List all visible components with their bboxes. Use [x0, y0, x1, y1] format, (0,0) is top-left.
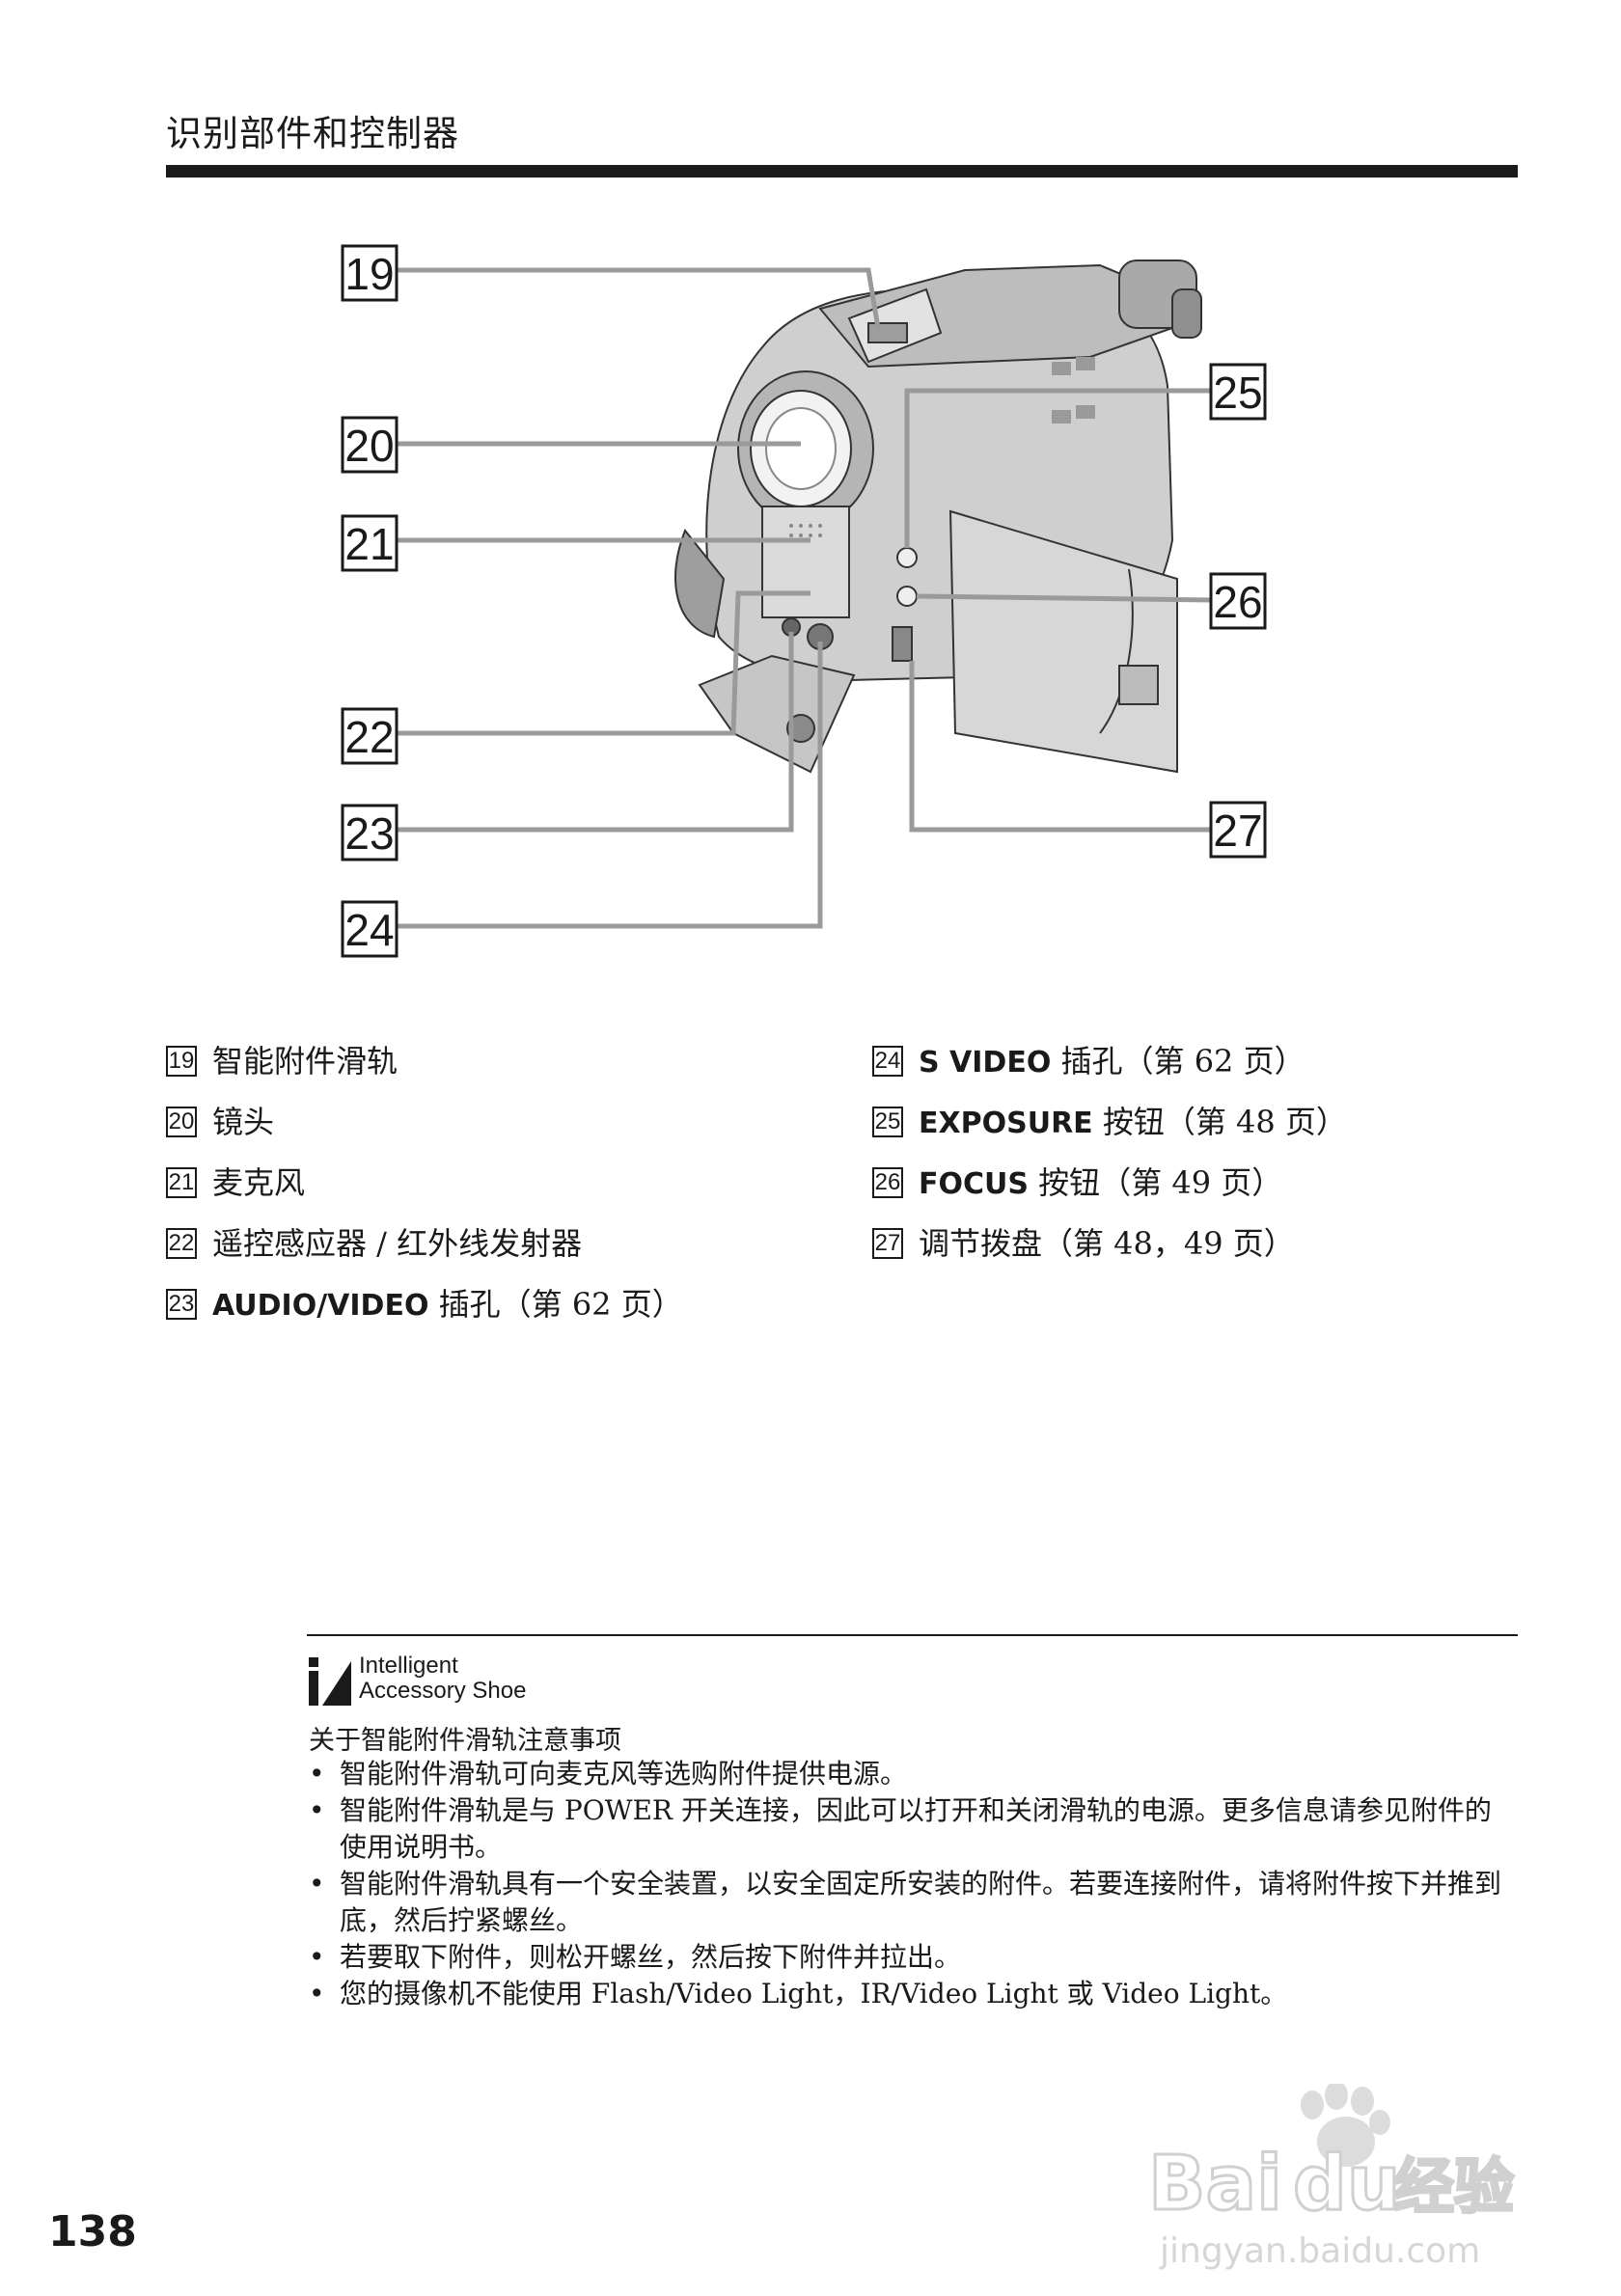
note-bullet: 智能附件滑轨是与 POWER 开关连接，因此可以打开和关闭滑轨的电源。更多信息请…	[309, 1792, 1515, 1866]
legend-item-24: 24 S VIDEO 插孔（第 62 页）	[872, 1042, 1305, 1080]
note-divider	[307, 1634, 1518, 1636]
legend-number: 27	[872, 1228, 903, 1259]
watermark-brand: Bai	[1148, 2141, 1282, 2228]
watermark-brand-cn: 经验	[1394, 2151, 1514, 2222]
legend-text: 插孔（第 62 页）	[428, 1286, 682, 1323]
page-number: 138	[48, 2207, 137, 2256]
watermark-url: jingyan.baidu.com	[1159, 2231, 1480, 2271]
legend-text: 智能附件滑轨	[212, 1043, 398, 1080]
legend-item-23: 23 AUDIO/VIDEO 插孔（第 62 页）	[166, 1285, 683, 1324]
legend-bold-term: AUDIO/VIDEO	[212, 1289, 428, 1323]
baidu-jingyan-watermark: Bai du 经验 jingyan.baidu.com	[1148, 2084, 1563, 2277]
callout-label-20: 20	[344, 421, 394, 471]
camcorder-figure: 19 20 21 22 23 24 25 26 27	[0, 0, 1621, 974]
watermark-brand-du: du	[1293, 2141, 1400, 2228]
legend-number: 22	[166, 1228, 197, 1259]
legend-number: 26	[872, 1167, 903, 1198]
legend-item-26: 26 FOCUS 按钮（第 49 页）	[872, 1163, 1282, 1202]
legend-number: 24	[872, 1046, 903, 1077]
note-bullet: 若要取下附件，则松开螺丝，然后按下附件并拉出。	[309, 1939, 1515, 1976]
note-heading: 关于智能附件滑轨注意事项	[309, 1719, 621, 1757]
note-bullet-list: 智能附件滑轨可向麦克风等选购附件提供电源。 智能附件滑轨是与 POWER 开关连…	[309, 1756, 1515, 2012]
legend-text: 麦克风	[212, 1164, 305, 1201]
legend-bold-term: FOCUS	[919, 1167, 1029, 1201]
note-bullet: 智能附件滑轨具有一个安全装置，以安全固定所安装的附件。若要连接附件，请将附件按下…	[309, 1866, 1515, 1939]
camcorder-illustration	[675, 260, 1201, 772]
callout-label-25: 25	[1213, 368, 1262, 418]
legend-item-22: 22 遥控感应器 / 红外线发射器	[166, 1224, 582, 1263]
legend-bold-term: EXPOSURE	[919, 1107, 1093, 1140]
callout-label-26: 26	[1213, 577, 1262, 627]
legend-number: 23	[166, 1289, 197, 1320]
legend-item-27: 27 调节拨盘（第 48，49 页）	[872, 1224, 1295, 1263]
legend-item-25: 25 EXPOSURE 按钮（第 48 页）	[872, 1103, 1347, 1141]
legend-text: 按钮（第 48 页）	[1093, 1104, 1347, 1140]
callout-label-22: 22	[344, 712, 394, 762]
note-bullet: 您的摄像机不能使用 Flash/Video Light，IR/Video Lig…	[309, 1976, 1515, 2012]
legend-bold-term: S VIDEO	[919, 1046, 1051, 1080]
callout-label-19: 19	[344, 249, 394, 299]
legend-item-19: 19 智能附件滑轨	[166, 1042, 398, 1080]
callout-label-21: 21	[344, 519, 394, 569]
callout-label-27: 27	[1213, 806, 1262, 856]
logo-wordmark: Intelligent Accessory Shoe	[359, 1654, 526, 1704]
logo-line-2: Accessory Shoe	[359, 1679, 526, 1704]
legend-text: 调节拨盘（第 48，49 页）	[919, 1225, 1295, 1262]
note-bullet: 智能附件滑轨可向麦克风等选购附件提供电源。	[309, 1756, 1515, 1792]
legend-item-20: 20 镜头	[166, 1103, 274, 1141]
legend-number: 21	[166, 1167, 197, 1198]
callout-label-23: 23	[344, 808, 394, 859]
legend-item-21: 21 麦克风	[166, 1163, 305, 1202]
legend-text: 镜头	[212, 1104, 274, 1140]
legend-number: 25	[872, 1107, 903, 1137]
legend-number: 20	[166, 1107, 197, 1137]
legend-text: 插孔（第 62 页）	[1051, 1043, 1305, 1080]
callout-label-24: 24	[344, 905, 394, 955]
legend-text: 遥控感应器 / 红外线发射器	[212, 1225, 582, 1262]
legend-text: 按钮（第 49 页）	[1029, 1164, 1282, 1201]
logo-line-1: Intelligent	[359, 1654, 526, 1679]
legend-number: 19	[166, 1046, 197, 1077]
